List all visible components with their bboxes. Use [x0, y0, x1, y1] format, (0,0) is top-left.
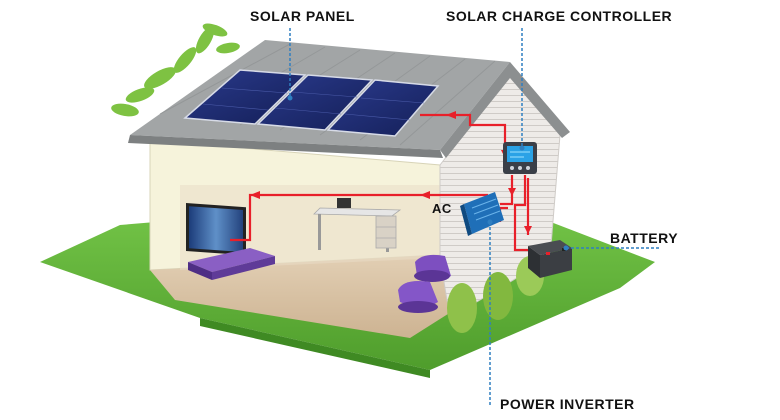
lawn-edge [200, 318, 430, 378]
roof-gable-trim [440, 62, 570, 158]
leaves-icon [111, 23, 240, 117]
label-ac: AC [432, 201, 452, 216]
leader-dots [287, 95, 569, 251]
leader-lines [289, 28, 660, 405]
label-solar-panel: SOLAR PANEL [250, 8, 355, 24]
desk [313, 198, 402, 252]
armchair-2 [398, 281, 438, 313]
roof-edge [128, 135, 443, 158]
daybed [188, 248, 275, 280]
charge-controller-icon [503, 142, 537, 174]
room-floor [150, 255, 470, 338]
tv-icon [186, 203, 246, 256]
label-power-inverter: POWER INVERTER [500, 396, 635, 412]
solar-panel-array [183, 69, 440, 137]
armchair-1 [414, 254, 451, 282]
label-charge-controller: SOLAR CHARGE CONTROLLER [446, 8, 673, 24]
battery-icon [528, 240, 572, 278]
label-battery: BATTERY [610, 230, 679, 246]
power-inverter-icon [460, 192, 504, 236]
